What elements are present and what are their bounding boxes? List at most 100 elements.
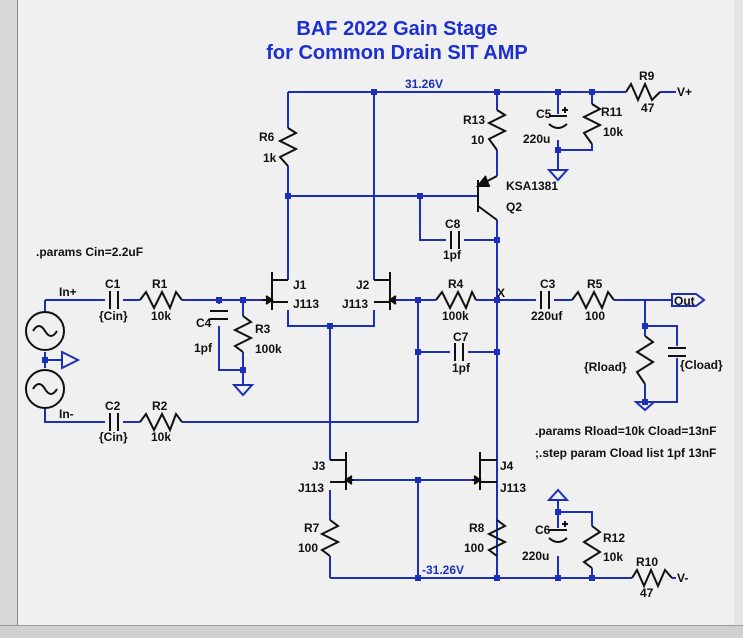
capacitor-c8[interactable]: [450, 231, 460, 249]
label-c6-name: C6: [535, 523, 551, 537]
ground-symbol-c5: [546, 169, 570, 182]
label-r10-value: 47: [640, 586, 654, 600]
label-r13-name: R13: [463, 113, 485, 127]
voltage-source-in-plus[interactable]: [25, 311, 65, 351]
label-r1-name: R1: [152, 277, 168, 291]
resistor-r7[interactable]: [319, 519, 341, 557]
label-c3-value: 220uf: [531, 309, 563, 323]
capacitor-c7[interactable]: [454, 343, 464, 361]
resistor-r6[interactable]: [277, 127, 299, 167]
right-panel-strip: [734, 0, 743, 637]
label-r11-value: 10k: [603, 125, 623, 139]
net-vminus-rail: -31.26V: [422, 563, 464, 577]
label-r2-value: 10k: [151, 430, 171, 444]
label-j4-value: J113: [500, 481, 526, 495]
net-x: X: [497, 286, 505, 300]
label-c3-name: C3: [540, 277, 556, 291]
resistor-r4[interactable]: [435, 289, 477, 311]
label-r11-name: R11: [601, 105, 623, 119]
label-r13-value: 10: [471, 133, 485, 147]
label-r5-value: 100: [585, 309, 605, 323]
label-r2-name: R2: [152, 399, 168, 413]
bottom-scrollbar[interactable]: [0, 625, 743, 638]
label-r8-value: 100: [464, 541, 484, 555]
resistor-r9[interactable]: [625, 81, 661, 103]
capacitor-c1[interactable]: [109, 291, 119, 309]
jfet-j3[interactable]: [330, 452, 354, 490]
label-r8-name: R8: [469, 521, 485, 535]
label-r4-name: R4: [448, 277, 464, 291]
resistor-r3[interactable]: [232, 315, 254, 353]
jfet-j1[interactable]: [262, 272, 288, 310]
label-j1-value: J113: [293, 297, 319, 311]
net-vplus: V+: [677, 85, 692, 99]
label-j1-name: J1: [293, 278, 307, 292]
label-c2-value: {Cin}: [99, 430, 128, 444]
output-port-flag[interactable]: [671, 293, 706, 307]
resistor-r2[interactable]: [139, 411, 183, 433]
label-q2-name: Q2: [506, 200, 522, 214]
ground-symbol-c6: [546, 488, 570, 501]
ground-symbol-r3: [231, 384, 255, 397]
resistor-r11[interactable]: [581, 103, 603, 145]
label-r6-name: R6: [259, 130, 275, 144]
label-r3-value: 100k: [255, 342, 282, 356]
capacitor-c3[interactable]: [540, 291, 550, 309]
directive-rload: .params Rload=10k Cload=13nF: [535, 424, 716, 438]
label-r7-value: 100: [298, 541, 318, 555]
label-r4-value: 100k: [442, 309, 469, 323]
label-j2-name: J2: [356, 278, 370, 292]
capacitor-cload[interactable]: [668, 347, 686, 357]
net-out: Out: [674, 294, 695, 308]
label-r5-name: R5: [587, 277, 603, 291]
voltage-source-in-minus[interactable]: [25, 369, 65, 409]
label-j3-name: J3: [312, 459, 326, 473]
label-r12-name: R12: [603, 531, 625, 545]
capacitor-c6[interactable]: [548, 521, 568, 543]
resistor-r10[interactable]: [631, 567, 673, 589]
capacitor-c5[interactable]: [548, 107, 568, 129]
label-c7-value: 1pf: [452, 361, 471, 375]
label-q2-value: KSA1381: [506, 179, 558, 193]
resistor-r1[interactable]: [139, 289, 183, 311]
resistor-rload[interactable]: [635, 335, 655, 385]
wires: [44, 91, 678, 579]
label-cload-value: {Cload}: [680, 358, 723, 372]
capacitor-c2[interactable]: [109, 413, 119, 431]
label-c1-value: {Cin}: [99, 309, 128, 323]
label-r7-name: R7: [304, 521, 320, 535]
resistor-r12[interactable]: [582, 525, 602, 569]
transistor-q2[interactable]: [475, 175, 498, 221]
label-c6-value: 220u: [522, 549, 549, 563]
ground-symbol-load: [633, 401, 657, 412]
label-r6-value: 1k: [263, 151, 277, 165]
label-c7-name: C7: [453, 330, 469, 344]
label-c5-name: C5: [536, 107, 552, 121]
schematic-canvas[interactable]: [17, 0, 735, 625]
jfet-j4[interactable]: [472, 452, 497, 490]
title-line-1: BAF 2022 Gain Stage: [296, 18, 497, 40]
label-r3-name: R3: [255, 322, 271, 336]
net-vplus-rail: 31.26V: [405, 77, 443, 91]
ground-symbol-input: [61, 350, 81, 370]
resistor-r8[interactable]: [486, 519, 508, 557]
label-c4-name: C4: [196, 316, 212, 330]
label-c2-name: C2: [105, 399, 121, 413]
title-line-2: for Common Drain SIT AMP: [266, 42, 527, 64]
jfet-j2[interactable]: [374, 272, 397, 310]
left-panel-strip: [0, 0, 17, 637]
directive-step: ;.step param Cload list 1pf 13nF: [535, 446, 716, 460]
resistor-r5[interactable]: [571, 289, 615, 311]
label-r9-value: 47: [641, 101, 655, 115]
directive-cin: .params Cin=2.2uF: [36, 245, 143, 259]
label-c1-name: C1: [105, 277, 121, 291]
label-r10-name: R10: [636, 555, 658, 569]
net-in-plus: In+: [59, 285, 77, 299]
label-c4-value: 1pf: [194, 341, 213, 355]
capacitor-c4[interactable]: [210, 310, 228, 320]
label-r12-value: 10k: [603, 550, 623, 564]
label-c8-value: 1pf: [443, 248, 462, 262]
resistor-r13[interactable]: [486, 109, 508, 151]
label-j3-value: J113: [298, 481, 324, 495]
